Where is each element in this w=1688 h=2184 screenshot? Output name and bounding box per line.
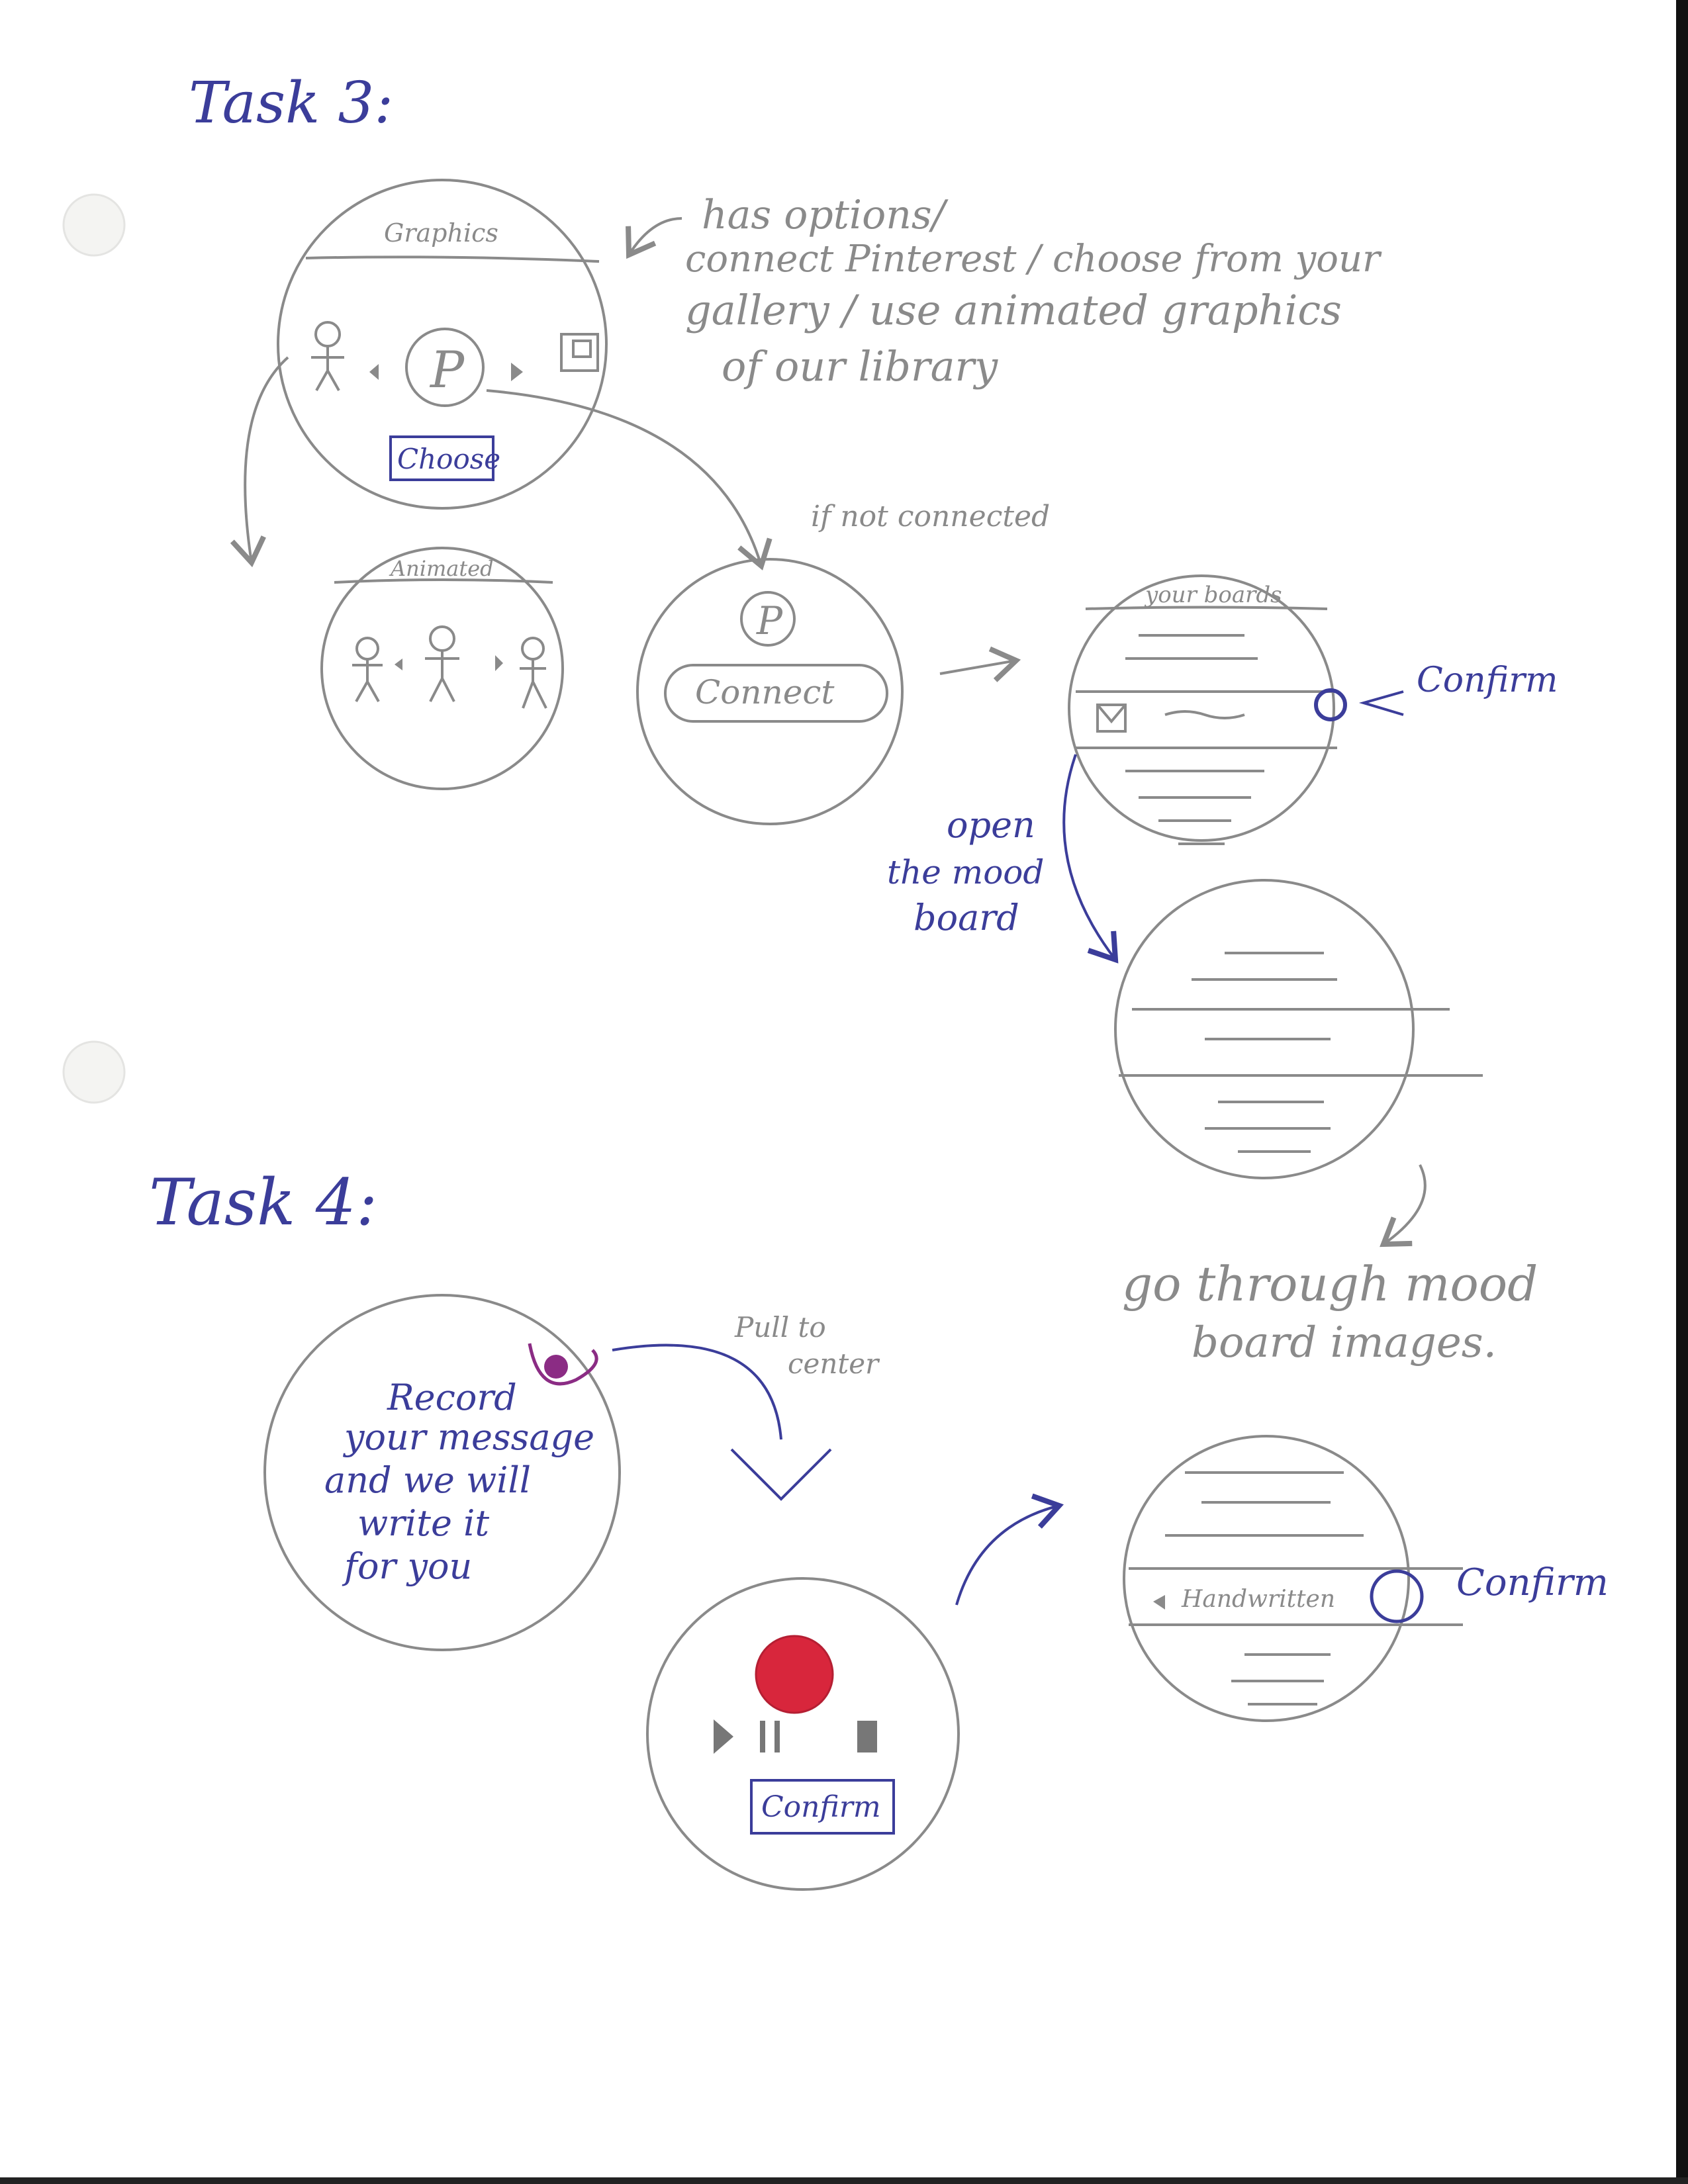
connect-screen: P Connect — [636, 558, 904, 825]
open-line2: the mood — [887, 853, 1044, 891]
pull-arrowhead — [730, 1448, 832, 1501]
stick-figure-icon — [311, 321, 344, 391]
pause-icon[interactable] — [760, 1721, 780, 1752]
to-boards-arrow — [939, 646, 1021, 682]
note-line2: connect Pinterest / choose from your — [685, 238, 1382, 281]
graphics-screen: Graphics P Choose — [277, 179, 608, 510]
to-handwritten-arrow — [955, 1493, 1064, 1606]
go-through-line2: board images. — [1192, 1318, 1497, 1367]
graphics-header: Graphics — [384, 218, 498, 248]
record-line1: Record — [387, 1377, 517, 1418]
handwritten-select-radio[interactable] — [1370, 1569, 1424, 1623]
handwritten-arrow-icon — [1153, 1595, 1165, 1610]
animated-figure-icon — [352, 625, 547, 709]
connect-button-label: Connect — [695, 673, 835, 711]
open-line1: open — [947, 804, 1035, 846]
style-confirm-label: Confirm — [1456, 1561, 1609, 1604]
pinterest-option-letter: P — [429, 340, 465, 399]
animated-left-arrow-icon[interactable] — [395, 659, 402, 670]
animated-screen: Animated — [320, 547, 564, 790]
record-confirm-button[interactable] — [750, 1779, 895, 1835]
choose-button-label: Choose — [397, 443, 500, 475]
animated-right-arrow-icon[interactable] — [495, 655, 503, 671]
to-go-through-arrow — [1380, 1164, 1427, 1248]
style-screen: Handwritten — [1123, 1435, 1463, 1722]
connect-button[interactable] — [664, 664, 888, 723]
right-arrow-icon[interactable] — [511, 363, 523, 381]
pinterest-option-icon[interactable] — [405, 328, 485, 407]
handwritten-label: Handwritten — [1181, 1586, 1335, 1613]
if-not-connected-note: if not connected — [811, 500, 1050, 533]
open-board-arrow — [1062, 754, 1119, 964]
pinterest-logo-letter: P — [756, 598, 783, 643]
to-connect-arrow — [486, 389, 773, 570]
go-through-line1: go through mood — [1122, 1256, 1538, 1312]
confirm-pointer-arrow — [1358, 690, 1404, 716]
record-line5: for you — [342, 1545, 472, 1587]
left-arrow-icon[interactable] — [369, 364, 379, 380]
choose-button[interactable] — [389, 435, 494, 481]
board-select-radio[interactable] — [1314, 688, 1347, 721]
pinterest-logo-icon — [740, 591, 796, 647]
note-arrow — [626, 217, 682, 259]
record-drag-handle[interactable] — [528, 1343, 598, 1386]
pull-line2: center — [788, 1347, 880, 1380]
animated-header: Animated — [389, 556, 494, 581]
scan-edge — [1676, 0, 1688, 2184]
task3-title: Task 3: — [189, 70, 393, 136]
binder-hole-middle — [62, 1040, 126, 1104]
boards-confirm-label: Confirm — [1417, 660, 1558, 700]
moodboard-screen — [1114, 879, 1483, 1179]
record-line2: your message — [343, 1416, 594, 1458]
recording-screen: Confirm — [646, 1577, 960, 1891]
pull-line1: Pull to — [734, 1311, 826, 1343]
boards-screen: your boards — [1068, 574, 1347, 845]
stop-icon[interactable] — [857, 1721, 877, 1752]
to-animated-arrow — [230, 356, 289, 568]
note-line4: of our library — [722, 342, 998, 390]
gallery-icon[interactable] — [560, 333, 599, 372]
record-button[interactable] — [755, 1635, 834, 1714]
record-line4: write it — [357, 1502, 489, 1544]
binder-hole-top — [62, 193, 126, 257]
board-envelope-icon — [1096, 704, 1127, 733]
note-line3: gallery / use animated graphics — [685, 286, 1342, 334]
scan-bottom-edge — [0, 2177, 1688, 2184]
task4-title: Task 4: — [149, 1165, 377, 1240]
record-screen: Record your message and we will write it… — [263, 1294, 621, 1651]
note-options: has options/ — [702, 192, 949, 238]
boards-header: your boards — [1144, 582, 1282, 608]
open-line3: board — [914, 897, 1019, 938]
record-line3: and we will — [324, 1459, 531, 1501]
pull-to-center-arrow — [612, 1343, 782, 1440]
record-handle-dot[interactable] — [544, 1355, 568, 1379]
play-icon[interactable] — [714, 1719, 733, 1754]
record-confirm-label: Confirm — [761, 1790, 881, 1824]
